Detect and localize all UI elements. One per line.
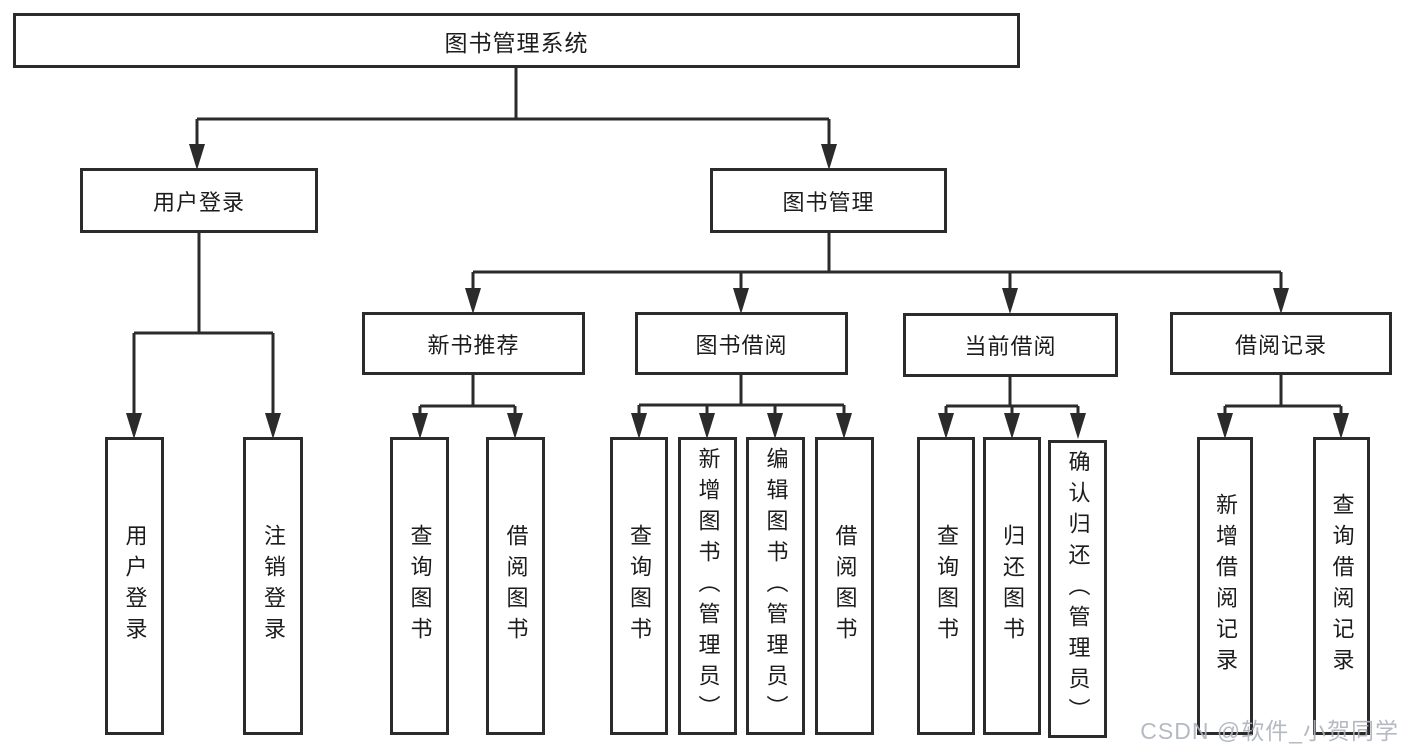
node-label: 借阅记录 (1234, 332, 1327, 358)
node-book-management: 图书管理 (710, 168, 947, 233)
leaf-add-borrow-record: 新增借阅记录 (1197, 437, 1253, 735)
leaf-label: 注销登录 (261, 524, 286, 648)
leaf-edit-books-admin: 编辑图书（管理员） (746, 437, 805, 735)
leaf-label: 用户登录 (122, 524, 148, 648)
node-borrowing-records: 借阅记录 (1170, 312, 1392, 375)
node-label: 用户登录 (152, 189, 245, 215)
node-label: 图书借阅 (695, 332, 788, 358)
leaf-label: 借阅图书 (832, 524, 858, 648)
node-label: 新书推荐 (427, 332, 520, 358)
node-label: 当前借阅 (964, 334, 1057, 359)
node-book-borrowing: 图书借阅 (635, 312, 848, 375)
leaf-query-borrow-record: 查询借阅记录 (1313, 437, 1370, 735)
leaf-query-books-recommend: 查询图书 (390, 437, 449, 735)
leaf-borrow-books-recommend: 借阅图书 (486, 437, 545, 735)
csdn-watermark: CSDN @软件_小贺同学 (1140, 718, 1399, 744)
node-label: 图书管理系统 (444, 29, 589, 56)
arrowheads (126, 144, 1349, 439)
leaf-query-books-current: 查询图书 (917, 437, 975, 735)
node-library-management-system: 图书管理系统 (13, 13, 1020, 68)
leaf-return-books: 归还图书 (983, 437, 1041, 735)
leaf-label: 新增借阅记录 (1213, 493, 1238, 679)
leaf-confirm-return-admin: 确认归还（管理员） (1048, 440, 1107, 738)
leaf-label: 确认归还（管理员） (1065, 449, 1091, 729)
leaf-query-books-borrowing: 查询图书 (610, 437, 668, 735)
node-current-borrowing: 当前借阅 (903, 313, 1118, 377)
leaf-label: 归还图书 (1000, 524, 1025, 648)
leaf-logout: 注销登录 (243, 437, 303, 735)
node-user-login: 用户登录 (80, 168, 318, 233)
leaf-label: 编辑图书（管理员） (763, 446, 789, 726)
leaf-user-login: 用户登录 (105, 437, 164, 735)
node-new-book-recommendation: 新书推荐 (362, 312, 585, 375)
node-label: 图书管理 (782, 189, 875, 215)
leaf-add-books-admin: 新增图书（管理员） (678, 437, 737, 735)
leaf-label: 新增图书（管理员） (695, 446, 721, 726)
leaf-label: 查询图书 (934, 524, 959, 648)
leaf-label: 查询借阅记录 (1329, 493, 1355, 679)
leaf-label: 查询图书 (627, 524, 652, 648)
leaf-label: 借阅图书 (503, 524, 529, 648)
leaf-borrow-books: 借阅图书 (815, 437, 874, 735)
leaf-label: 查询图书 (407, 524, 433, 648)
